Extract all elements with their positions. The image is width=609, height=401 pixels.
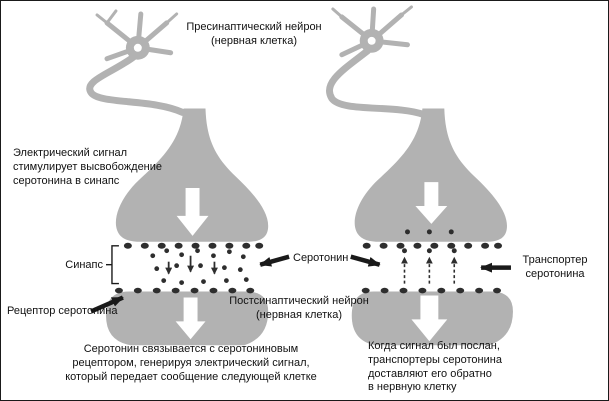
left-cleft-diffusion-arrows [165,255,218,275]
postsynaptic-neuron-label: Постсинаптический нейрон (нервная клетка… [229,295,369,321]
left-receptor-row [114,287,255,294]
electrical-signal-label: Электрический сигнал стимулирует высвобо… [13,147,163,187]
right-bulb-serotonin-row [362,242,503,249]
left-bulb-serotonin-row [123,242,264,249]
right-terminal-bulb [354,108,507,242]
right-neuron-nucleus [367,36,376,45]
release-arrow-right-icon [415,182,448,224]
left-terminal-bulb [115,108,269,242]
left-neuron-nucleus [133,43,142,52]
right-cleft-serotonin-dots [402,248,457,254]
right-receptor-row [361,287,502,294]
caption-left: Серотонин связывается с серотониновым ре… [65,343,317,383]
serotonin-receptor-label: Рецептор серотонина [7,305,118,317]
serotonin-pointer-left-icon [259,254,290,267]
receptor-pointer-icon [90,295,124,314]
right-axon [326,47,427,118]
signal-arrow-left-post-icon [175,297,206,340]
left-cleft-serotonin-dots [150,248,249,285]
synapse-bracket [105,245,119,285]
right-bulb-inner-dots [404,229,454,235]
synapse-label: Синапс [65,259,103,271]
presynaptic-neuron-label: Пресинаптический нейрон (нервная клетка) [186,21,322,47]
reuptake-arrows [401,256,458,284]
serotonin-label: Серотонин [293,252,349,264]
serotonin-pointer-right-icon [350,254,381,267]
annotation-pointer-arrows [90,254,511,314]
left-axon [86,53,187,116]
serotonin-transporter-label: Транспортер серотонина [522,254,588,280]
caption-right: Когда сигнал был послан, транспортеры се… [368,340,502,394]
release-arrow-left-icon [176,188,209,236]
